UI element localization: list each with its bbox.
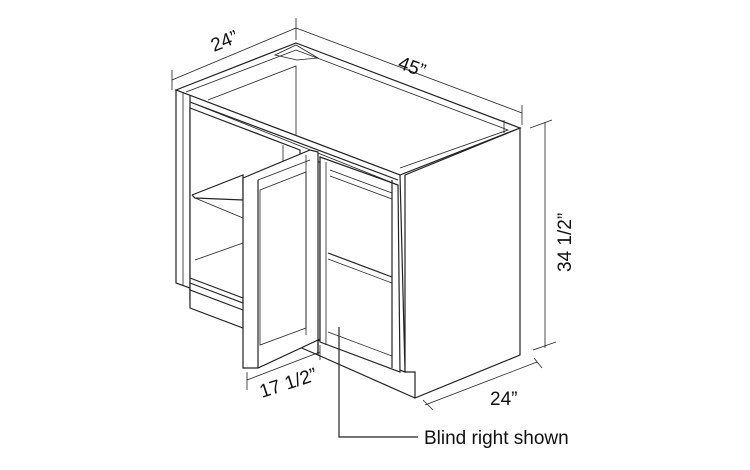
dim-top-depth: 24” [208, 27, 241, 57]
right-side-panel [404, 127, 521, 399]
open-door[interactable] [242, 149, 319, 369]
dim-door-width: 17 1/2” [257, 365, 320, 403]
dim-width: 45” [395, 53, 428, 82]
callout-leader [338, 327, 418, 438]
dim-height: 34 1/2” [555, 213, 576, 272]
callout-label: Blind right shown [424, 428, 569, 449]
dim-side-depth: 24” [490, 389, 517, 410]
